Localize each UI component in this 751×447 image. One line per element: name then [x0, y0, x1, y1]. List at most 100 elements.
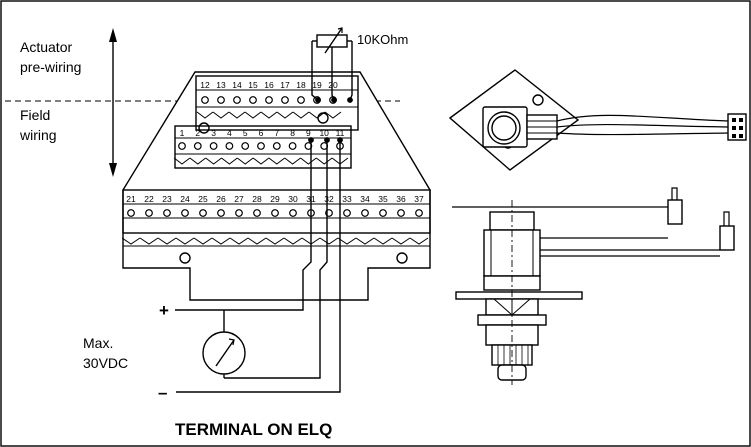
- terminal-number: 8: [290, 128, 295, 138]
- terminal-screw: [233, 96, 241, 104]
- sensor-cable: [556, 114, 729, 136]
- terminal-clamp: [121, 237, 141, 245]
- terminal-number: 34: [360, 194, 370, 204]
- terminal-number: 19: [312, 80, 322, 90]
- terminal-screw: [199, 209, 207, 217]
- terminal-number: 29: [270, 194, 280, 204]
- terminal-screw: [272, 142, 281, 150]
- terminal-number: 12: [200, 80, 210, 90]
- terminal-screw: [235, 209, 243, 217]
- terminal-number: 7: [274, 128, 279, 138]
- middle-terminal-strip: [174, 125, 352, 169]
- terminal-clamp: [196, 111, 214, 119]
- terminal-screw: [288, 142, 297, 150]
- sensor-wires: [311, 41, 353, 103]
- terminal-screw: [209, 142, 218, 150]
- terminal-number: 20: [328, 80, 338, 90]
- terminal-screw: [193, 142, 202, 150]
- terminal-number: 9: [306, 128, 311, 138]
- terminal-clamp: [139, 237, 159, 245]
- terminal-number: 22: [144, 194, 154, 204]
- terminal-clamp: [284, 157, 301, 165]
- minus-label: –: [158, 383, 167, 402]
- terminal-number: 5: [243, 128, 248, 138]
- terminal-clamp: [337, 237, 357, 245]
- terminal-clamp: [276, 111, 294, 119]
- mount-hole: [396, 252, 408, 264]
- terminal-number: 16: [264, 80, 274, 90]
- terminal-number: 28: [252, 194, 262, 204]
- terminal-number: 21: [126, 194, 136, 204]
- terminal-number: 33: [342, 194, 352, 204]
- resistor-label: 10KOhm: [357, 32, 408, 47]
- terminal-clamp: [292, 111, 310, 119]
- terminal-number: 32: [324, 194, 334, 204]
- terminal-screw: [225, 142, 234, 150]
- terminal-screw: [253, 209, 261, 217]
- terminal-clamp: [193, 237, 213, 245]
- terminal-screw: [217, 209, 225, 217]
- terminal-number: 17: [280, 80, 290, 90]
- terminal-number: 13: [216, 80, 226, 90]
- terminal-number: 26: [216, 194, 226, 204]
- terminal-number: 6: [259, 128, 264, 138]
- terminal-number: 25: [198, 194, 208, 204]
- terminal-screw: [325, 209, 333, 217]
- terminal-clamp: [319, 237, 339, 245]
- terminal-screw: [257, 142, 265, 150]
- terminal-clamp: [265, 237, 285, 245]
- terminal-clamp: [409, 237, 429, 245]
- terminal-screw: [201, 96, 209, 104]
- terminal-clamp: [355, 237, 375, 245]
- terminal-number: 27: [234, 194, 244, 204]
- terminal-screw: [181, 209, 189, 217]
- terminal-screw: [127, 209, 135, 217]
- terminal-screw: [361, 209, 369, 217]
- terminal-clamp: [229, 237, 249, 245]
- terminal-clamp: [236, 157, 254, 165]
- terminal-number: 23: [162, 194, 172, 204]
- terminal-clamp: [373, 237, 393, 245]
- terminal-screw: [178, 142, 186, 150]
- terminal-clamp: [247, 237, 267, 245]
- terminal-screw: [343, 209, 351, 217]
- region-arrow: [109, 28, 117, 177]
- terminal-clamp: [189, 157, 207, 165]
- terminal-clamp: [173, 157, 191, 165]
- sensor-flange-icon: [448, 69, 580, 171]
- terminal-clamp: [211, 237, 231, 245]
- top-terminal-strip: [195, 75, 359, 131]
- terminal-screw: [415, 209, 423, 217]
- terminal-clamp: [315, 157, 333, 165]
- terminal-screw: [379, 209, 387, 217]
- terminal-number: 11: [336, 128, 345, 138]
- terminal-screw: [297, 96, 305, 104]
- terminal-clamp: [268, 157, 286, 165]
- terminal-number: 3: [211, 128, 216, 138]
- terminal-clamp: [228, 111, 246, 119]
- mount-hole: [198, 122, 210, 134]
- terminal-clamp: [175, 237, 195, 245]
- terminal-number: 15: [248, 80, 258, 90]
- terminal-number: 37: [414, 194, 424, 204]
- terminal-clamp: [205, 157, 222, 165]
- terminal-number: 18: [296, 80, 306, 90]
- terminal-screw: [217, 96, 225, 104]
- terminal-number: 4: [227, 128, 232, 138]
- terminal-number: 30: [288, 194, 298, 204]
- field-label-2: wiring: [19, 127, 57, 143]
- terminal-screw: [163, 209, 171, 217]
- terminal-clamp: [157, 237, 177, 245]
- mount-hole: [179, 252, 191, 264]
- terminal-clamp: [391, 237, 411, 245]
- terminal-clamp: [244, 111, 262, 119]
- bottom-terminal-strip: [122, 189, 431, 234]
- plus-label: +: [159, 301, 169, 320]
- terminal-screw: [281, 96, 289, 104]
- terminal-number: 1: [180, 128, 185, 138]
- terminal-clamp: [252, 157, 270, 165]
